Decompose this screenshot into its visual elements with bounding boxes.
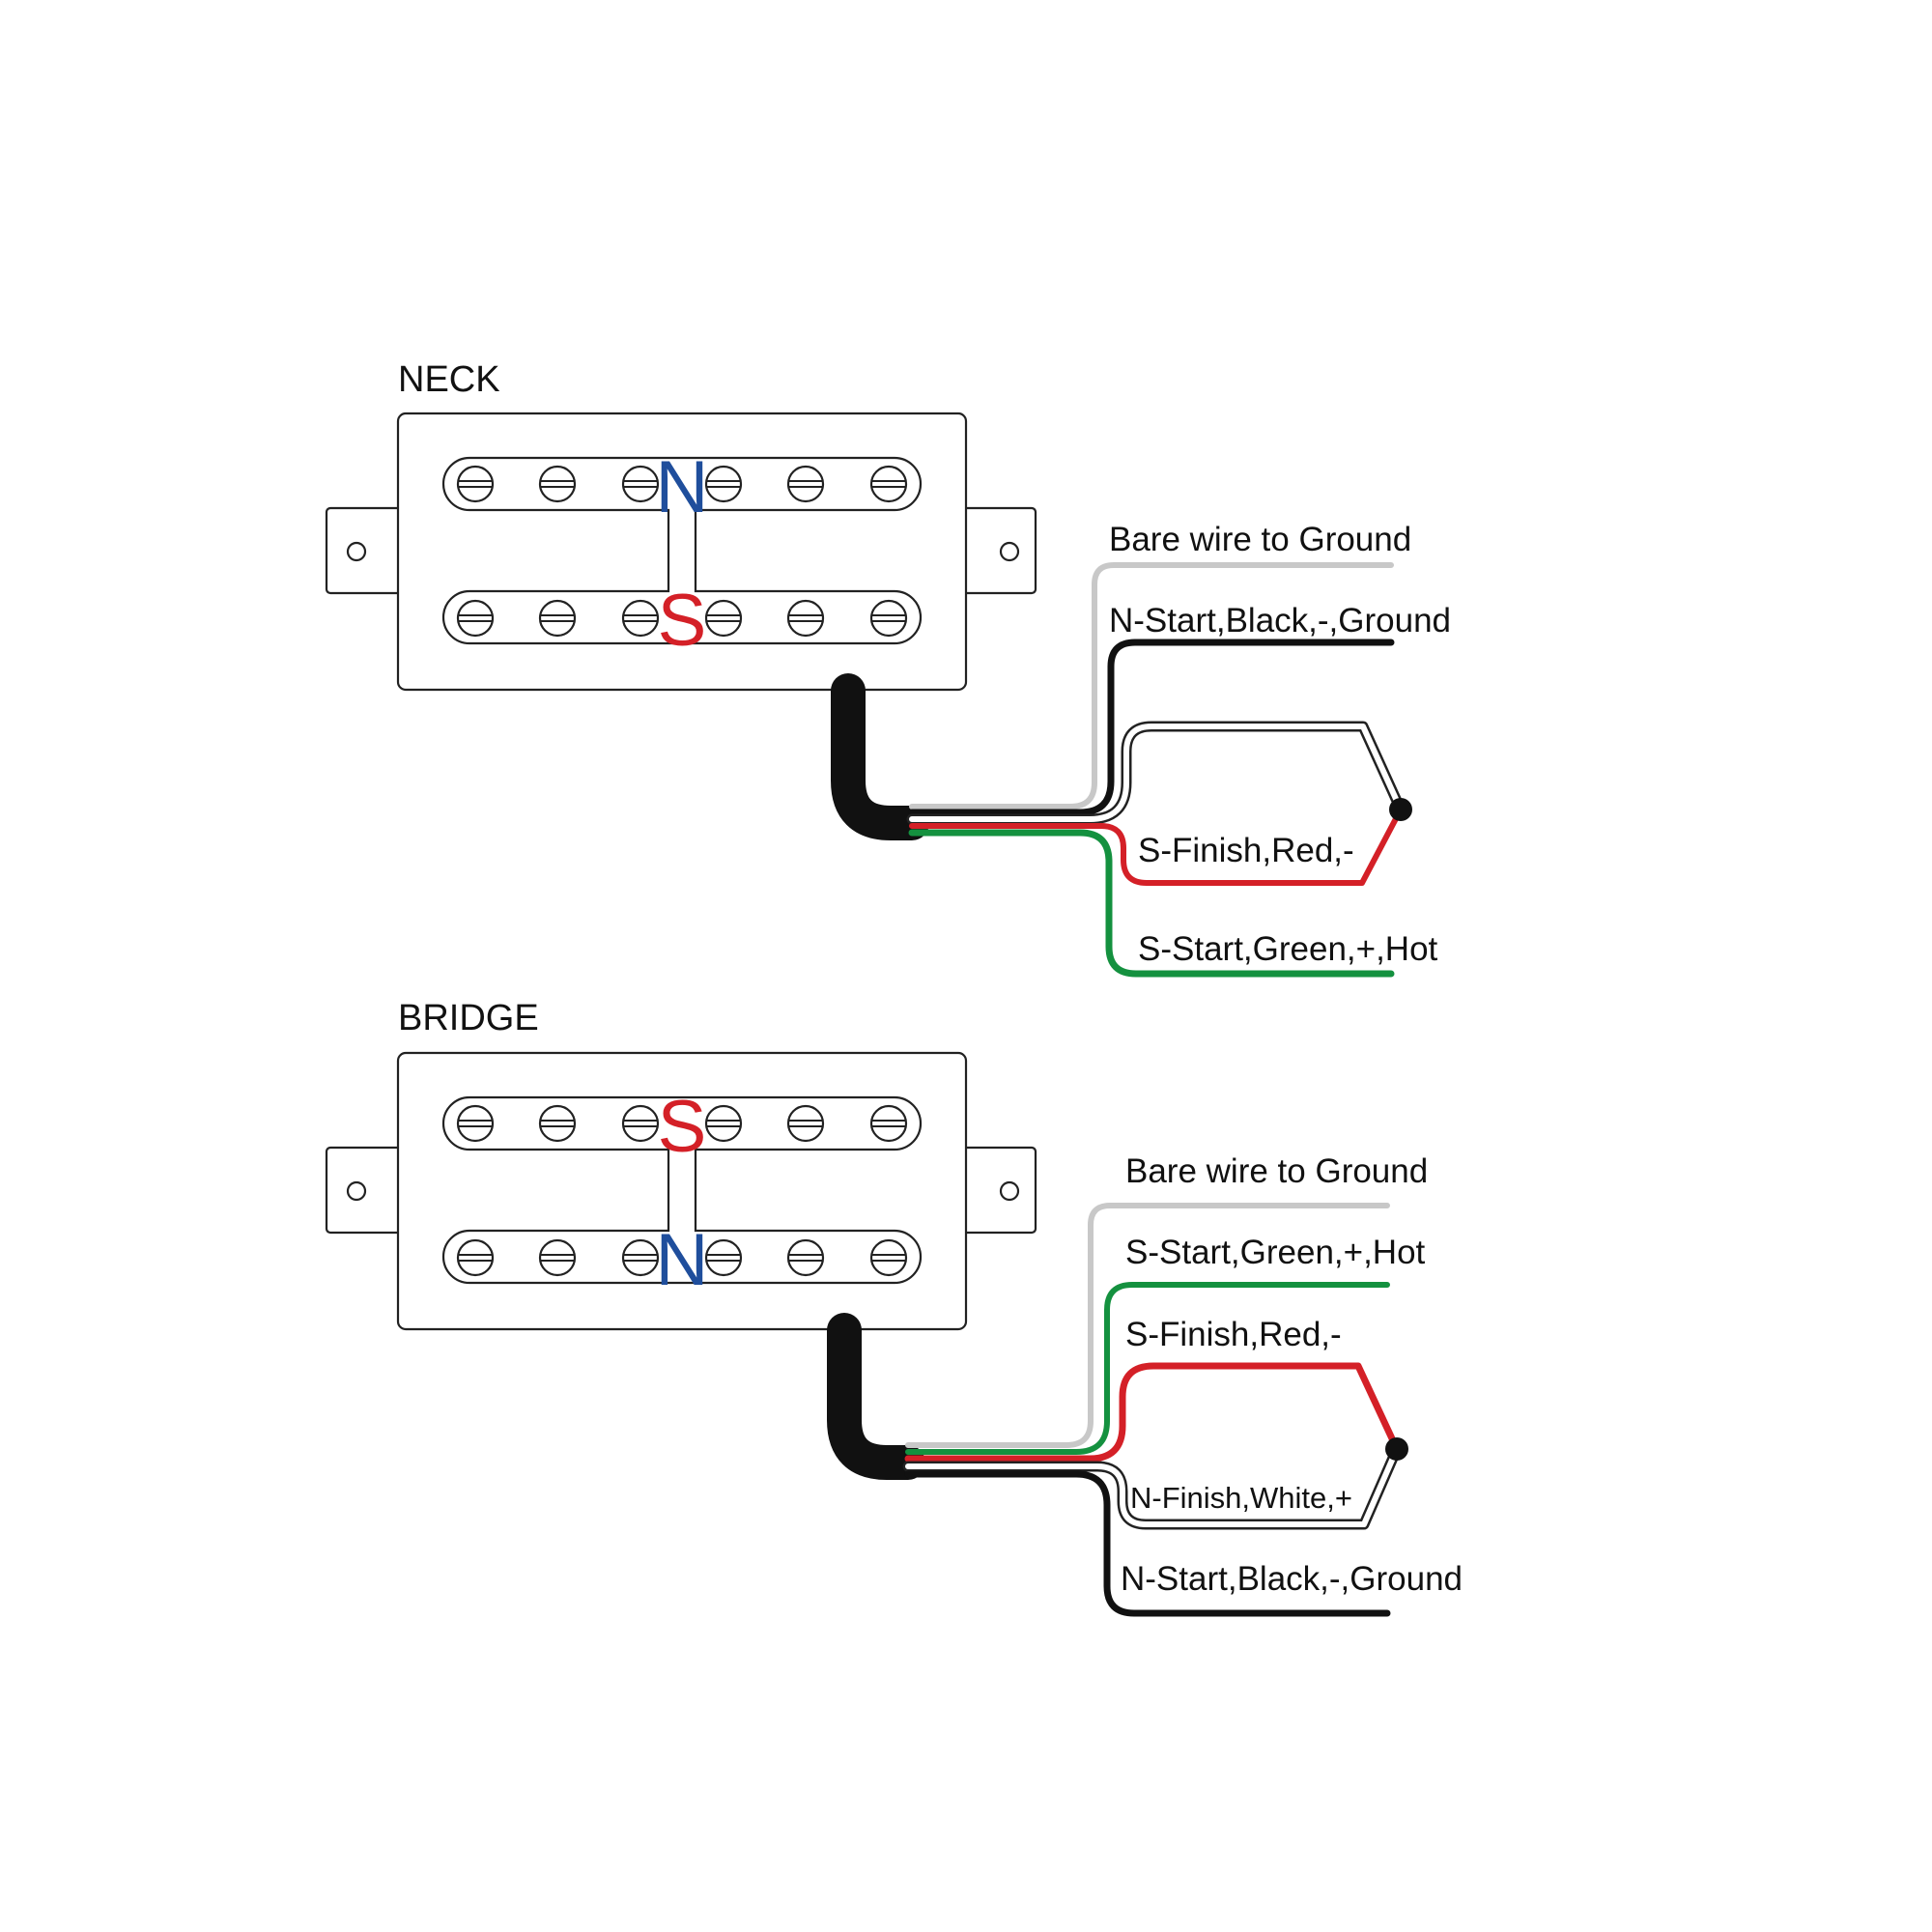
bridge-red-wire-label: S-Finish,Red,-: [1125, 1316, 1342, 1353]
neck-green-wire-label: S-Start,Green,+,Hot: [1138, 930, 1438, 968]
neck-black-wire: [908, 639, 1395, 816]
neck-green-wire: [908, 829, 1395, 978]
bridge-north-pole-label: N: [656, 1219, 709, 1301]
neck-title: NECK: [398, 359, 500, 400]
neck-white-wire: [909, 724, 1404, 822]
bridge-black-wire-label: N-Start,Black,-,Ground: [1121, 1560, 1463, 1598]
bridge-bare-wire-label: Bare wire to Ground: [1125, 1152, 1428, 1190]
neck-cable-jacket: [831, 673, 929, 840]
bridge-right-ear: [958, 1146, 1037, 1235]
neck-solder-junction: [1389, 798, 1412, 821]
bridge-solder-junction: [1385, 1437, 1408, 1461]
bridge-bare-wire: [905, 1203, 1390, 1448]
bridge-cable-jacket: [827, 1313, 925, 1480]
neck-right-mount-hole: [999, 541, 1020, 562]
neck-red-wire: [909, 807, 1404, 886]
neck-south-pole-label: S: [658, 580, 707, 662]
bridge-white-wire: [905, 1446, 1400, 1527]
bridge-white-wire-label: N-Finish,White,+: [1130, 1481, 1352, 1515]
bridge-green-wire: [905, 1282, 1390, 1455]
bridge-green-wire-label: S-Start,Green,+,Hot: [1125, 1234, 1426, 1271]
neck-bare-wire-label: Bare wire to Ground: [1109, 521, 1411, 558]
bridge-right-mount-hole: [999, 1180, 1020, 1202]
bridge-title: BRIDGE: [398, 998, 539, 1038]
bridge-bobbin-slots: [441, 1095, 923, 1285]
bridge-pickup: BRIDGE S N: [325, 998, 1463, 1617]
bridge-left-mount-hole: [346, 1180, 367, 1202]
bridge-south-pole-label: S: [658, 1086, 707, 1168]
neck-bobbin-slots: [441, 456, 923, 645]
neck-red-wire-label: S-Finish,Red,-: [1138, 832, 1354, 869]
bridge-red-wire: [904, 1362, 1401, 1463]
neck-north-pole-label: N: [656, 446, 709, 528]
bridge-black-wire: [904, 1470, 1391, 1617]
neck-black-wire-label: N-Start,Black,-,Ground: [1109, 602, 1451, 639]
neck-left-mount-hole: [346, 541, 367, 562]
neck-right-ear: [958, 506, 1037, 595]
neck-pickup: NECK N S: [325, 359, 1451, 978]
neck-bare-wire: [909, 562, 1394, 810]
